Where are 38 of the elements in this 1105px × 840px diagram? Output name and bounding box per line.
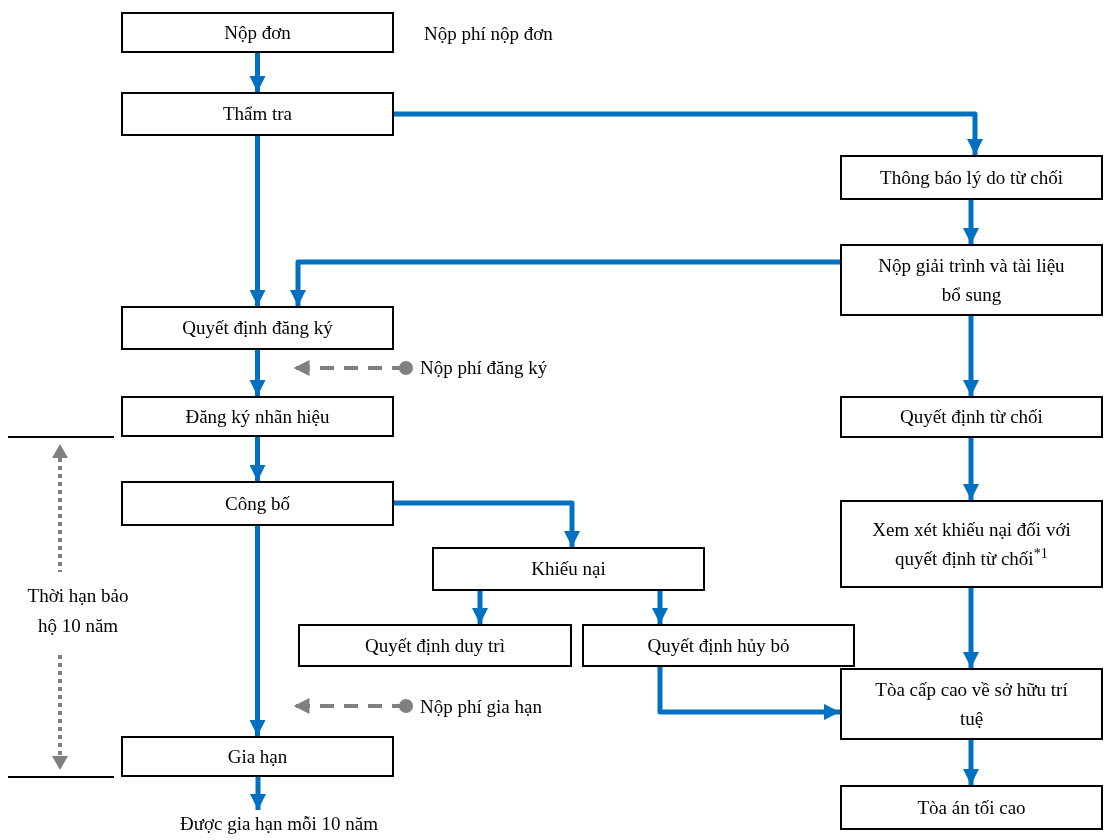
process-box: Thông báo lý do từ chối	[840, 155, 1103, 200]
process-box: Nộp giải trình và tài liệu bổ sung	[840, 244, 1103, 316]
process-box: Khiếu nại	[432, 547, 705, 591]
arrow	[249, 350, 266, 396]
note-text: Nộp phí đăng ký	[420, 354, 595, 382]
process-box: Tòa cấp cao về sở hữu trí tuệ	[840, 668, 1103, 740]
arrow	[963, 438, 979, 500]
process-box: Tòa án tối cao	[840, 785, 1103, 830]
arrow	[249, 136, 266, 306]
process-box: Gia hạn	[121, 736, 394, 777]
arrow	[652, 591, 668, 624]
arrow	[657, 667, 840, 720]
arrow	[249, 53, 266, 92]
process-box: Quyết định đăng ký	[121, 306, 394, 350]
arrow	[290, 259, 840, 306]
arrow	[394, 500, 580, 547]
process-box: Nộp đơn	[121, 12, 394, 53]
process-box: Quyết định từ chối	[840, 396, 1103, 438]
arrow	[249, 526, 266, 736]
process-box: Đăng ký nhãn hiệu	[121, 396, 394, 437]
arrow	[249, 437, 266, 481]
arrow	[293, 360, 413, 376]
arrow	[472, 591, 488, 624]
dimension-label: Thời hạn bảo hộ 10 năm	[26, 584, 130, 639]
process-box: Quyết định duy trì	[298, 624, 572, 667]
arrow	[293, 698, 413, 714]
note-text: Được gia hạn mỗi 10 năm	[148, 810, 410, 838]
process-box: Quyết định hủy bỏ	[582, 624, 855, 667]
arrow	[963, 316, 979, 396]
process-box: Công bố	[121, 481, 394, 526]
note-text: Nộp phí nộp đơn	[424, 22, 553, 46]
arrow	[963, 200, 979, 244]
arrow	[963, 740, 979, 785]
arrow	[394, 111, 983, 155]
note-text: Nộp phí gia hạn	[420, 693, 595, 721]
process-box: Thẩm tra	[121, 92, 394, 136]
arrow	[963, 588, 979, 668]
process-box: Xem xét khiếu nại đối với quyết định từ chối$^{*1}$	[840, 500, 1103, 588]
